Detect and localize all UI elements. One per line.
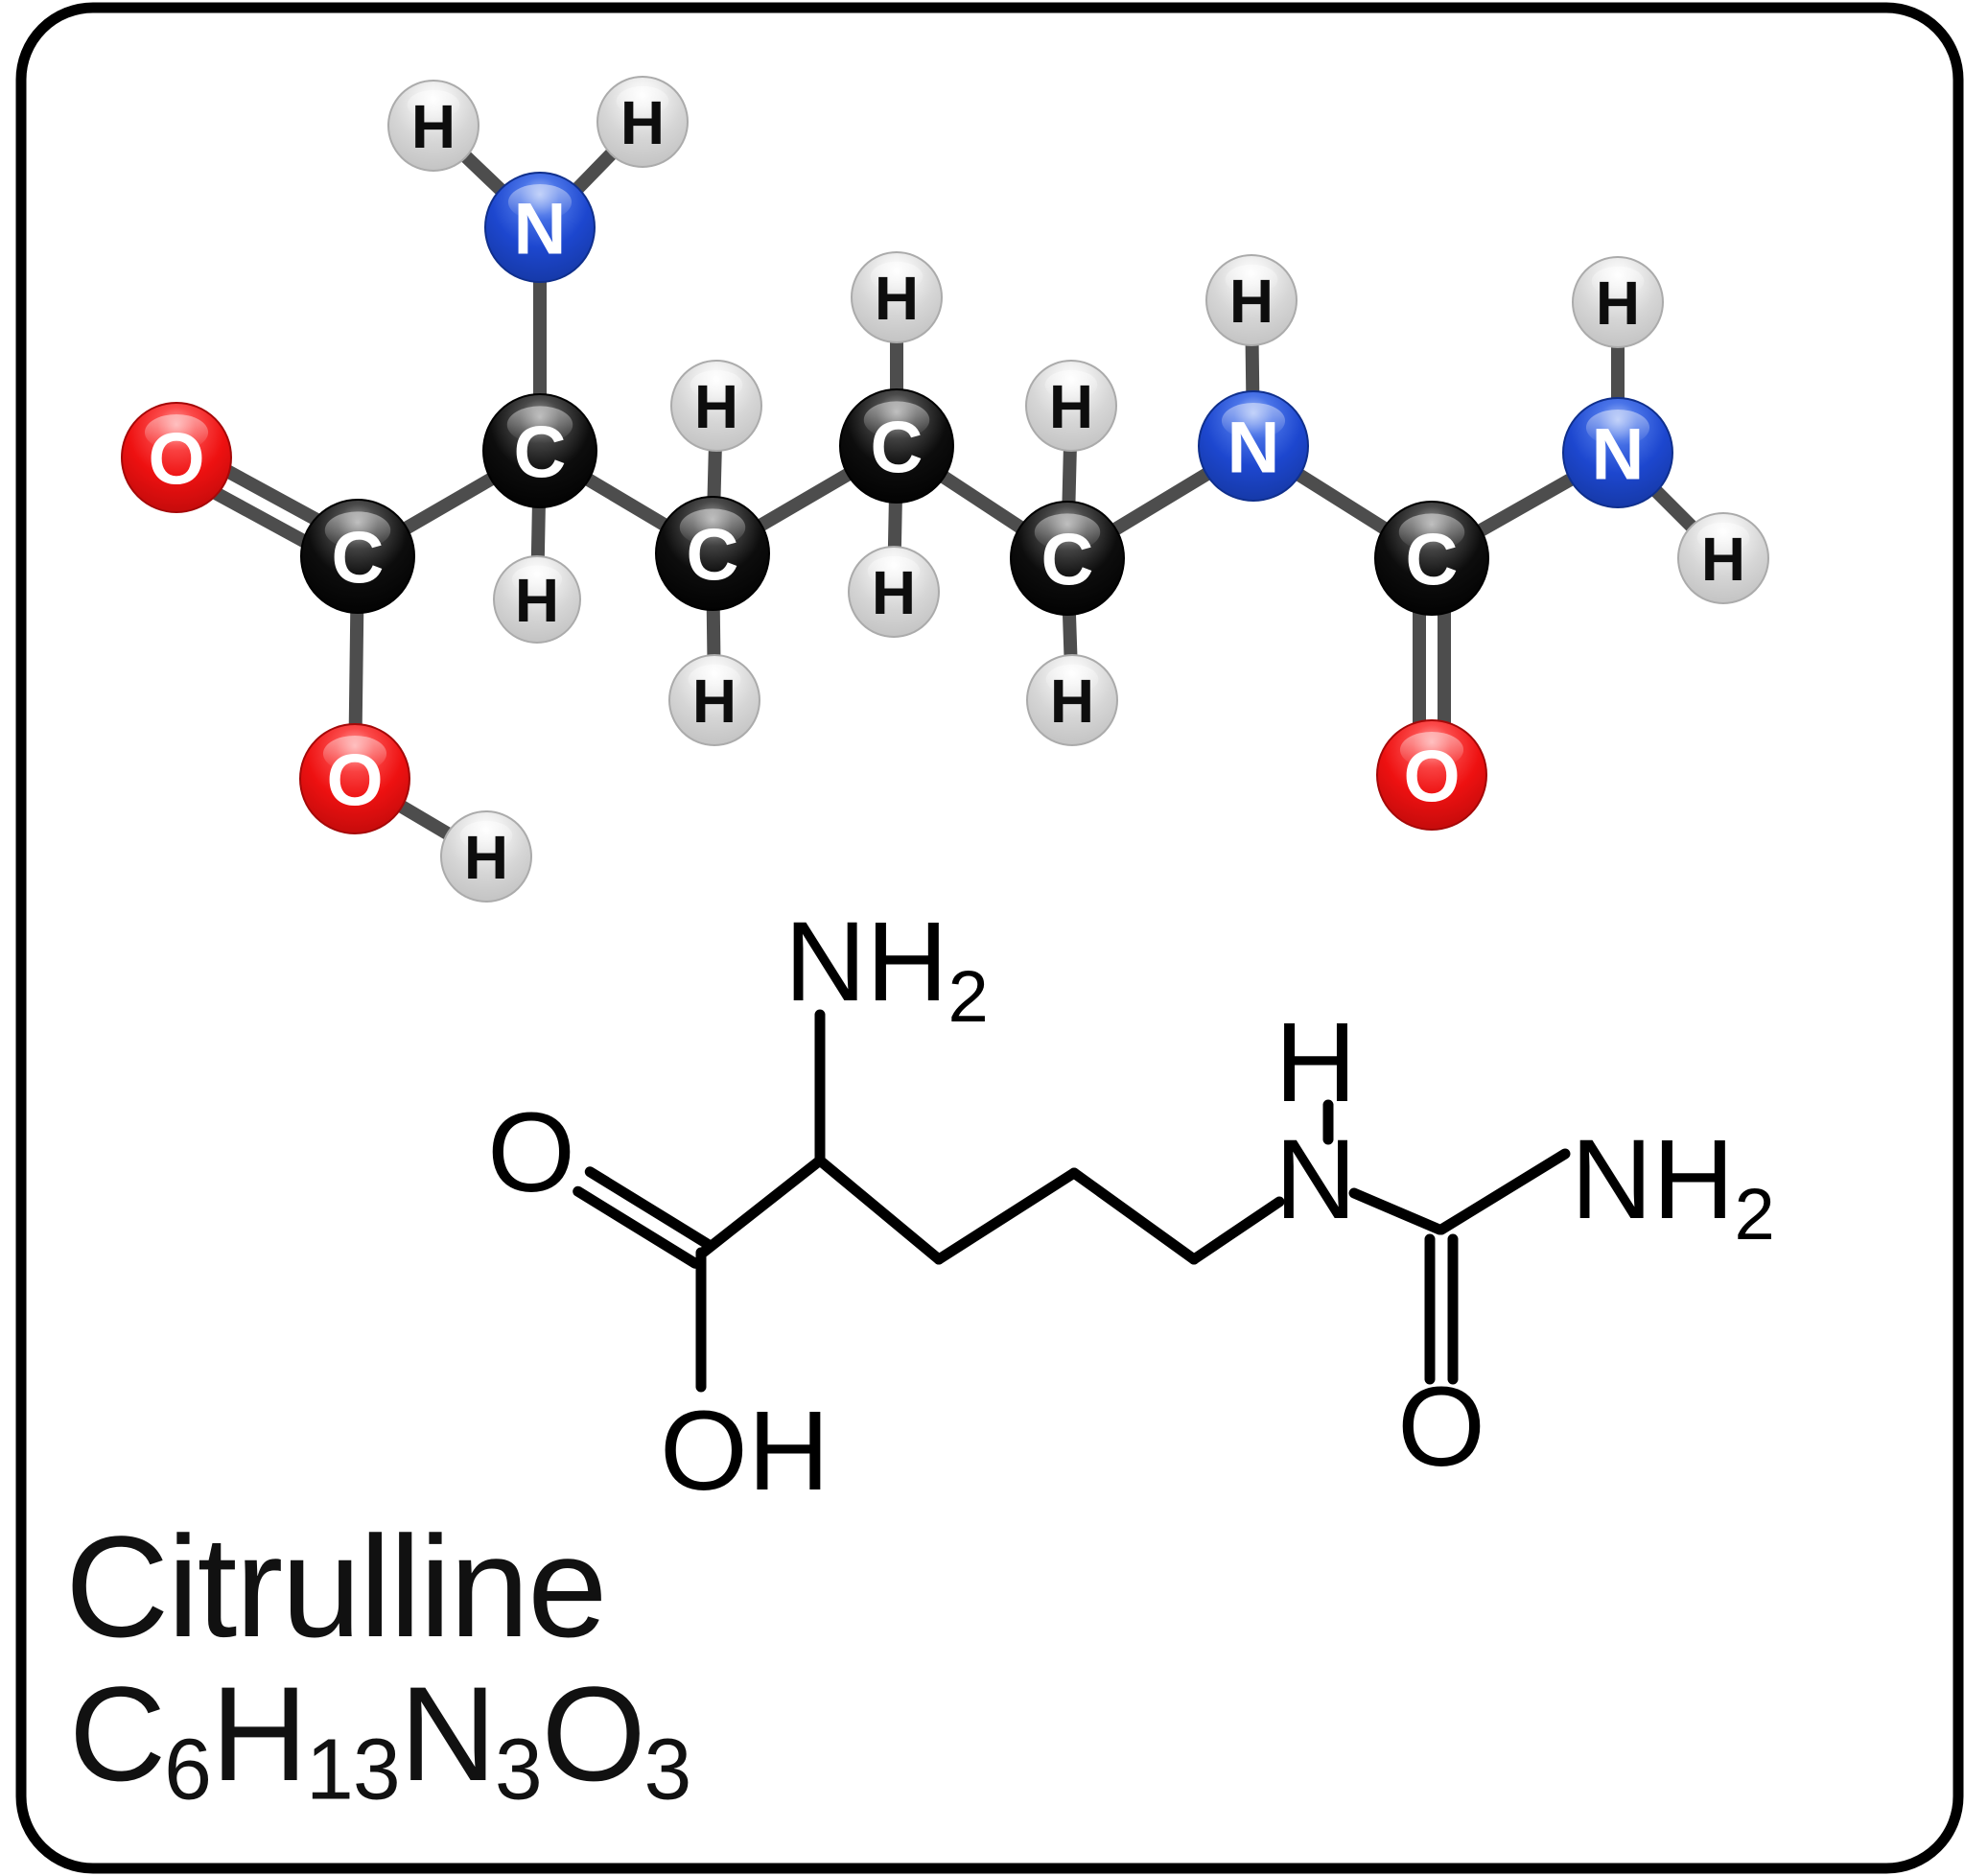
atom-N: N <box>484 172 596 283</box>
atom-label-N: N <box>514 188 567 270</box>
atom-O: O <box>1376 719 1487 831</box>
atom-label-C: C <box>1041 519 1094 600</box>
atom-C: C <box>839 388 954 504</box>
atom-label-H: H <box>1050 667 1094 736</box>
atom-C: C <box>1374 501 1489 616</box>
atom-label-H: H <box>872 558 916 627</box>
atom-label-H: H <box>1596 269 1640 338</box>
formula-subscript: 13 <box>306 1721 401 1817</box>
atom-label-H: H <box>620 88 665 157</box>
atom-label-H: H <box>692 667 736 736</box>
atom-label-H: H <box>464 823 508 892</box>
atom-H: H <box>440 810 532 903</box>
atom-label-H: H <box>515 566 559 635</box>
atom-label-C: C <box>871 407 924 488</box>
atom-N: N <box>1198 390 1309 502</box>
atom-label-H: H <box>875 264 919 333</box>
atom-H: H <box>848 546 940 638</box>
atom-N: N <box>1562 397 1673 508</box>
skeletal-label: N <box>1274 1116 1356 1243</box>
atom-label-H: H <box>1701 525 1745 594</box>
atom-label-N: N <box>1592 413 1645 495</box>
atom-label-O: O <box>1403 736 1460 817</box>
atom-C: C <box>482 393 597 508</box>
skeletal-label: OH <box>660 1388 830 1514</box>
atom-label-H: H <box>694 372 738 441</box>
atom-C: C <box>300 499 415 614</box>
molecule-name: Citrulline <box>65 1506 608 1667</box>
atom-label-O: O <box>326 739 383 821</box>
atom-H: H <box>668 654 760 746</box>
formula-element: C <box>69 1658 166 1809</box>
atom-label-C: C <box>687 514 739 596</box>
formula-subscript: 3 <box>643 1721 692 1817</box>
formula-subscript: 6 <box>164 1721 212 1817</box>
atom-H: H <box>596 76 689 168</box>
atom-label-N: N <box>1228 407 1280 488</box>
skeletal-label: NH2 <box>784 899 989 1038</box>
formula-subscript: 3 <box>494 1721 543 1817</box>
atom-C: C <box>655 496 770 611</box>
skeletal-label: O <box>487 1090 575 1216</box>
atom-label-H: H <box>1229 267 1274 336</box>
formula-element: H <box>210 1658 308 1809</box>
atom-label-C: C <box>1406 519 1459 600</box>
atom-H: H <box>1572 256 1664 348</box>
atom-H: H <box>1025 360 1117 452</box>
atom-H: H <box>1205 254 1298 346</box>
frame-border <box>15 2 1964 1874</box>
skeletal-label: NH2 <box>1571 1116 1775 1255</box>
molecular-formula: C6H13N3O3 <box>69 1663 692 1817</box>
atom-H: H <box>493 555 581 644</box>
atom-O: O <box>299 723 410 834</box>
atom-label-H: H <box>1049 372 1093 441</box>
atom-label-C: C <box>514 411 567 493</box>
atom-label-O: O <box>148 418 204 500</box>
atom-H: H <box>1677 512 1769 604</box>
formula-element: N <box>399 1658 497 1809</box>
atom-H: H <box>670 360 762 452</box>
atom-label-C: C <box>332 517 385 598</box>
atom-label-H: H <box>411 92 456 161</box>
atom-H: H <box>851 251 943 343</box>
skeletal-label: O <box>1397 1364 1485 1490</box>
atom-O: O <box>121 402 232 513</box>
skeletal-label: H <box>1274 999 1356 1126</box>
atom-H: H <box>1026 654 1118 746</box>
atom-H: H <box>387 80 479 172</box>
atom-C: C <box>1010 501 1125 616</box>
formula-element: O <box>541 1658 646 1809</box>
